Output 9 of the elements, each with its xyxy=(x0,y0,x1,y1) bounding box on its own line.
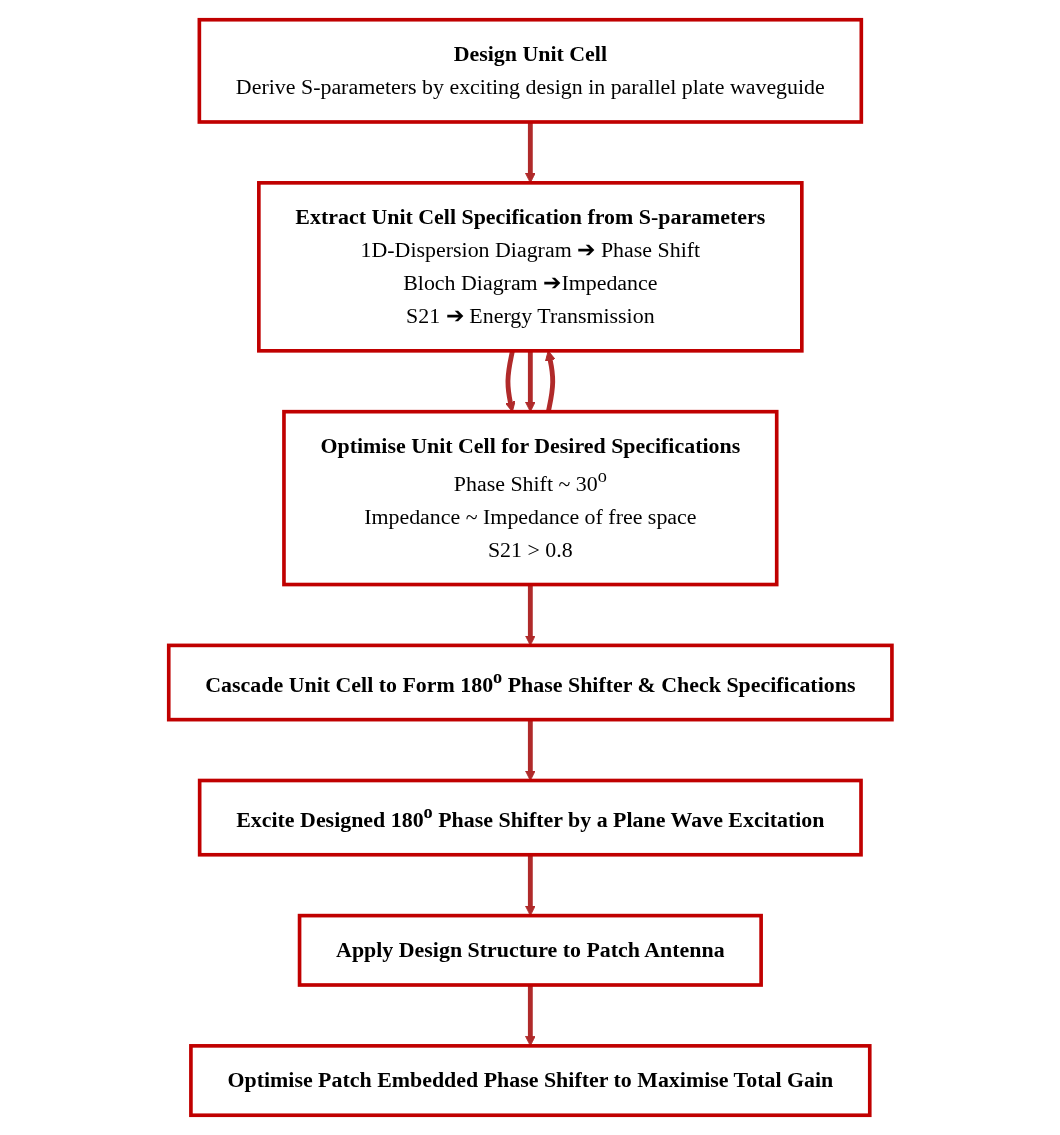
node-box: Optimise Unit Cell for Desired Specifications Phase Shift ~ 30$^{o}$ Impedance ~ Impedance of free space S21 > 0.8 xyxy=(281,409,779,587)
node-box: Excite Designed 180$^{o}$ Phase Shifter by a Plane Wave Excitation xyxy=(197,778,863,857)
arrow xyxy=(524,719,536,781)
node-box: Extract Unit Cell Specification from S-parameters 1D-Dispersion Diagram ➔ Phase Shift Bloch Diagram ➔Impedance S21 ➔ Energy Transmission xyxy=(256,181,804,353)
node-box: Cascade Unit Cell to Form 180$^{o}$ Phase Shifter & Check Specifications xyxy=(166,643,894,722)
node-box: Optimise Patch Embedded Phase Shifter to Maximise Total Gain xyxy=(188,1044,872,1118)
arrow xyxy=(524,584,536,646)
node-box: Design Unit Cell Derive S-parameters by exciting design in parallel plate waveguide xyxy=(197,17,863,124)
node-box: Apply Design Structure to Patch Antenna xyxy=(297,913,763,987)
